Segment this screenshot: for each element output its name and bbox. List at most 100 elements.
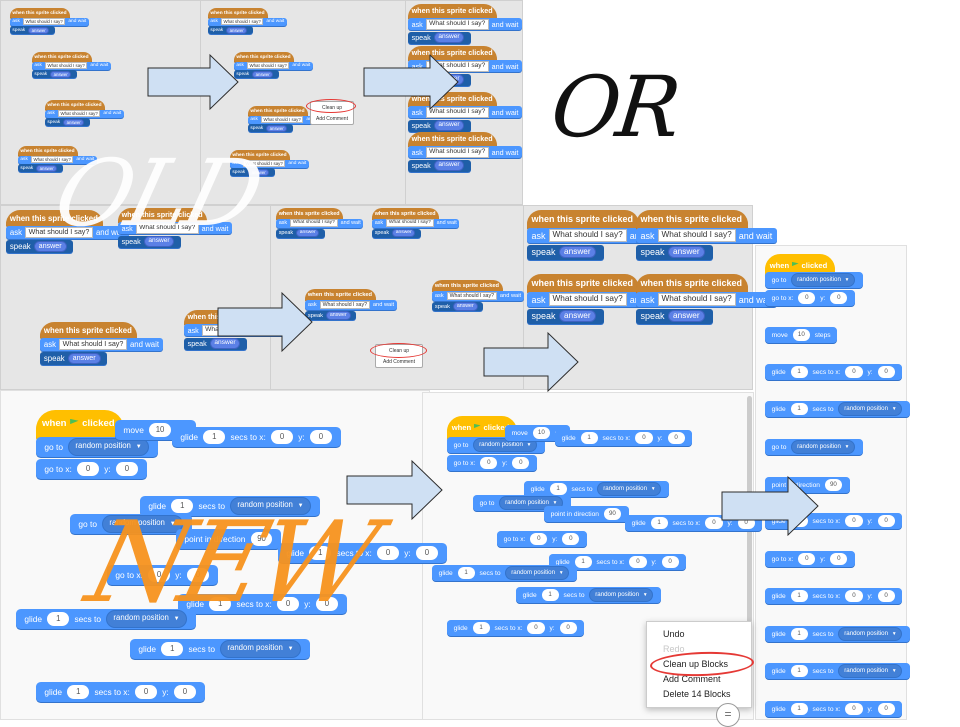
x-input[interactable]: 0 — [527, 622, 545, 634]
y-input[interactable]: 0 — [559, 622, 577, 634]
x-input[interactable]: 0 — [845, 366, 863, 378]
ask-input[interactable]: What should I say? — [657, 293, 736, 306]
y-input[interactable]: 0 — [877, 515, 895, 527]
ask-input[interactable]: What should I say? — [220, 17, 264, 26]
answer-reporter[interactable]: answer — [453, 302, 478, 311]
answer-reporter[interactable]: answer — [392, 229, 416, 238]
x-input[interactable]: 0 — [377, 545, 399, 561]
when-sprite-clicked-hat[interactable]: when this sprite clicked — [208, 8, 268, 19]
steps-input[interactable]: 10 — [532, 427, 550, 439]
x-input[interactable]: 0 — [480, 457, 498, 469]
answer-reporter[interactable]: answer — [143, 236, 175, 247]
secs-input[interactable]: 1 — [790, 665, 808, 677]
menu-item-undo[interactable]: Undo — [663, 629, 685, 639]
position-dropdown[interactable]: random position▼ — [838, 401, 903, 417]
ask-input[interactable]: What should I say? — [59, 338, 127, 350]
answer-reporter[interactable]: answer — [558, 309, 597, 323]
when-sprite-clicked-hat[interactable]: when this sprite clicked — [276, 208, 344, 220]
secs-input[interactable]: 1 — [790, 403, 808, 415]
x-input[interactable]: 0 — [135, 684, 157, 700]
when-sprite-clicked-hat[interactable]: when this sprite clicked — [408, 92, 498, 108]
secs-input[interactable]: 1 — [790, 703, 808, 715]
y-input[interactable]: 0 — [512, 457, 530, 469]
y-input[interactable]: 0 — [877, 590, 895, 602]
secs-input[interactable]: 1 — [574, 556, 592, 568]
ask-input[interactable]: What should I say? — [22, 17, 66, 26]
ask-input[interactable]: What should I say? — [57, 109, 101, 118]
secs-input[interactable]: 1 — [549, 483, 567, 495]
when-sprite-clicked-hat[interactable]: when this sprite clicked — [118, 208, 208, 224]
ask-input[interactable]: What should I say? — [425, 107, 489, 118]
y-input[interactable]: 0 — [562, 533, 580, 545]
y-input[interactable]: 0 — [830, 553, 848, 565]
y-input[interactable]: 0 — [174, 684, 196, 700]
secs-input[interactable]: 1 — [161, 641, 184, 657]
secs-input[interactable]: 1 — [67, 684, 90, 700]
x-input[interactable]: 0 — [629, 556, 647, 568]
answer-reporter[interactable]: answer — [67, 352, 101, 364]
ask-input[interactable]: What should I say? — [425, 61, 489, 72]
secs-input[interactable]: 1 — [650, 517, 668, 529]
ask-input[interactable]: What should I say? — [246, 61, 290, 70]
x-input[interactable]: 0 — [148, 567, 170, 583]
y-input[interactable]: 0 — [310, 429, 332, 445]
answer-reporter[interactable]: answer — [50, 70, 72, 79]
y-input[interactable]: 0 — [316, 596, 338, 612]
x-input[interactable]: 0 — [798, 553, 816, 565]
ask-input[interactable]: What should I say? — [201, 325, 265, 336]
answer-reporter[interactable]: answer — [248, 168, 270, 177]
position-dropdown[interactable]: random position▼ — [220, 640, 301, 658]
ask-input[interactable]: What should I say? — [25, 226, 93, 238]
answer-reporter[interactable]: answer — [667, 245, 706, 259]
x-input[interactable]: 0 — [277, 596, 299, 612]
secs-input[interactable]: 1 — [472, 622, 490, 634]
answer-reporter[interactable]: answer — [433, 32, 465, 43]
x-input[interactable]: 0 — [845, 590, 863, 602]
when-sprite-clicked-hat[interactable]: when this sprite clicked — [234, 52, 294, 63]
ask-input[interactable]: What should I say? — [425, 19, 489, 30]
steps-input[interactable]: 10 — [149, 422, 171, 438]
x-input[interactable]: 0 — [845, 703, 863, 715]
old-menu-add-comment-2[interactable]: Add Comment — [383, 359, 415, 365]
when-sprite-clicked-hat[interactable]: when this sprite clicked — [45, 100, 105, 111]
answer-reporter[interactable]: answer — [266, 124, 288, 133]
position-dropdown[interactable]: random position▼ — [791, 272, 856, 288]
answer-reporter[interactable]: answer — [252, 70, 274, 79]
when-sprite-clicked-hat[interactable]: when this sprite clicked — [10, 8, 70, 19]
answer-reporter[interactable]: answer — [33, 240, 67, 252]
